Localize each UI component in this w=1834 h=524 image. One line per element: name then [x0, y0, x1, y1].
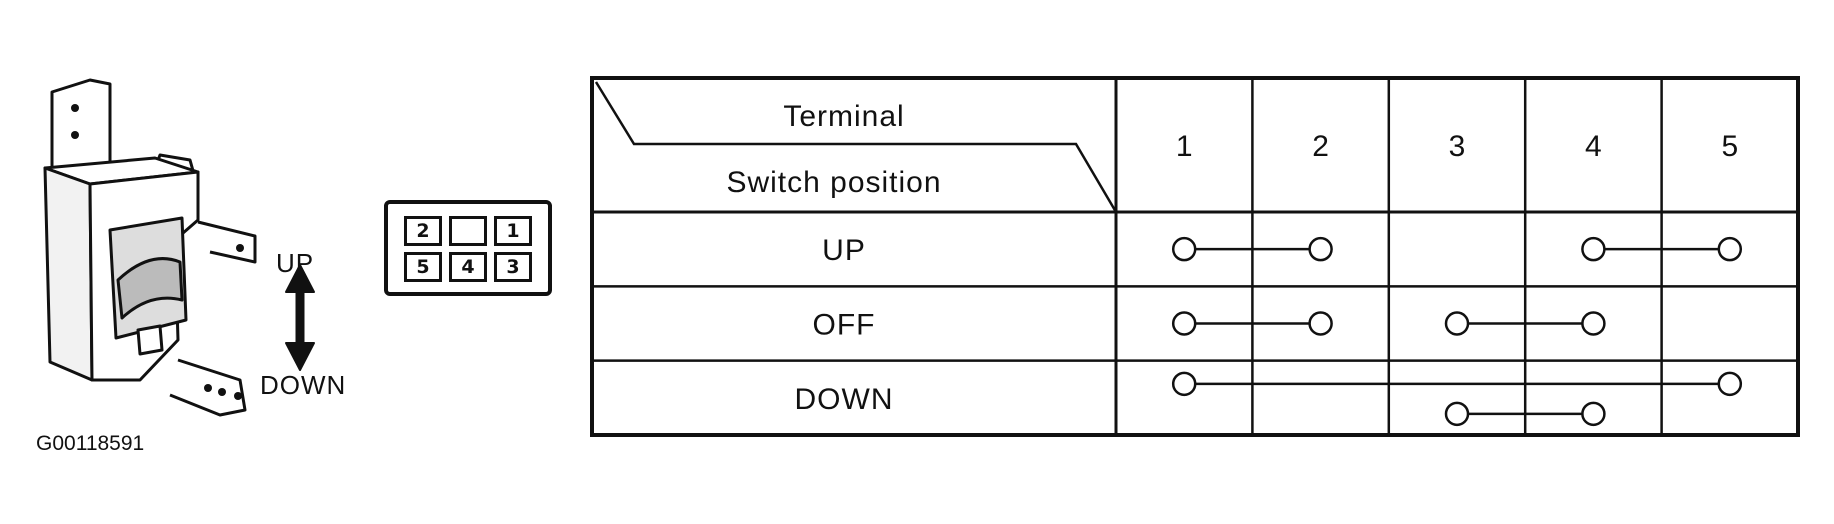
- table-border: [590, 76, 1800, 437]
- terminal-node: [1717, 371, 1743, 397]
- switch-label-up: UP: [276, 248, 315, 278]
- terminal-node: [1581, 311, 1606, 336]
- switch-label-down: DOWN: [260, 370, 347, 400]
- connector-pin: 1: [494, 216, 532, 246]
- terminal-node: [1581, 236, 1606, 262]
- connector-pin: 3: [494, 252, 532, 282]
- arrow-up-icon: [285, 264, 315, 293]
- connector-pin: [449, 216, 487, 246]
- row-label-down: DOWN: [795, 383, 894, 416]
- connector-pin: 5: [404, 252, 442, 282]
- terminal-number-1: 1: [1176, 130, 1193, 163]
- diagram-id: G00118591: [36, 432, 145, 455]
- terminal-node: [1444, 401, 1470, 427]
- header-diagonal: [594, 81, 1118, 213]
- terminal-node: [1171, 236, 1197, 262]
- terminal-node: [1717, 236, 1743, 262]
- terminal-number-4: 4: [1585, 130, 1602, 163]
- terminal-node: [1308, 311, 1333, 336]
- row-label-off: OFF: [813, 309, 876, 342]
- terminal-node: [1308, 236, 1333, 262]
- terminal-node: [1581, 401, 1606, 427]
- connector-pin: 2: [404, 216, 442, 246]
- connector-pin: 4: [449, 252, 487, 282]
- row-label-up: UP: [822, 234, 866, 267]
- connector-face: 2 1 5 4 3: [384, 200, 552, 296]
- arrow-down-icon: [285, 342, 315, 371]
- terminal-node: [1171, 371, 1197, 397]
- terminal-number-3: 3: [1449, 130, 1466, 163]
- terminal-node: [1444, 311, 1470, 336]
- terminal-node: [1171, 311, 1197, 336]
- header-switch-position-label: Switch position: [726, 166, 941, 199]
- terminal-number-5: 5: [1721, 130, 1738, 163]
- window-switch-illustration: [43, 78, 315, 417]
- terminal-number-2: 2: [1312, 130, 1329, 163]
- header-terminal-label: Terminal: [783, 100, 904, 133]
